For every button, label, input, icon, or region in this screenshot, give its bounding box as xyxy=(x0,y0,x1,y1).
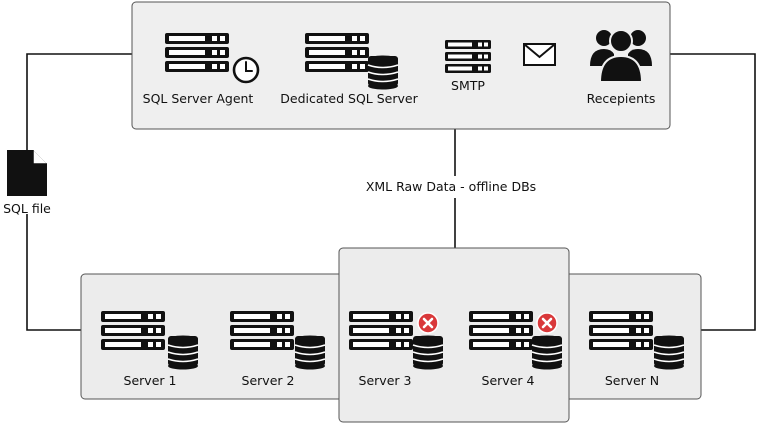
smtp-node: SMTP xyxy=(445,40,491,93)
database-icon xyxy=(531,334,563,371)
dedicated-sql-server-label: Dedicated SQL Server xyxy=(280,91,418,106)
offline-servers-panel xyxy=(338,247,570,423)
xml-raw-data-label: XML Raw Data - offline DBs xyxy=(366,179,536,194)
database-icon xyxy=(294,334,326,371)
clock-icon xyxy=(232,56,260,84)
server1-node: Server 1 xyxy=(101,311,199,388)
server-rack-icon xyxy=(101,311,165,350)
sql-file-node: SQL file xyxy=(3,150,51,216)
error-x-icon xyxy=(535,311,559,335)
server2-label: Server 2 xyxy=(242,373,295,388)
server3-node: Server 3 xyxy=(349,311,444,388)
database-icon xyxy=(653,334,685,371)
dedicated-sql-server-node: Dedicated SQL Server xyxy=(280,33,419,106)
sql-file-label: SQL file xyxy=(3,201,51,216)
file-icon xyxy=(7,150,47,196)
server-rack-icon xyxy=(469,311,533,350)
recipients-label: Recepients xyxy=(587,91,656,106)
server2-node: Server 2 xyxy=(230,311,326,388)
server-rack-icon xyxy=(230,311,294,350)
database-icon xyxy=(412,334,444,371)
server4-node: Server 4 xyxy=(469,311,563,388)
serverN-node: Server N xyxy=(589,311,685,388)
serverN-label: Server N xyxy=(605,373,659,388)
server4-label: Server 4 xyxy=(482,373,535,388)
sql-server-agent-node: SQL Server Agent xyxy=(143,33,260,106)
server-rack-icon xyxy=(349,311,413,350)
server-rack-icon xyxy=(165,33,229,72)
database-icon xyxy=(367,54,399,91)
database-icon xyxy=(167,334,199,371)
server3-label: Server 3 xyxy=(359,373,412,388)
server-rack-icon xyxy=(305,33,369,72)
smtp-label: SMTP xyxy=(451,78,485,93)
users-icon xyxy=(590,29,652,83)
server1-label: Server 1 xyxy=(124,373,177,388)
server-rack-icon xyxy=(445,40,491,73)
top-panel xyxy=(131,1,671,130)
error-x-icon xyxy=(416,311,440,335)
server-rack-icon xyxy=(589,311,653,350)
sql-server-agent-label: SQL Server Agent xyxy=(143,91,254,106)
recipients-node: Recepients xyxy=(587,29,656,106)
envelope-icon xyxy=(523,43,556,66)
